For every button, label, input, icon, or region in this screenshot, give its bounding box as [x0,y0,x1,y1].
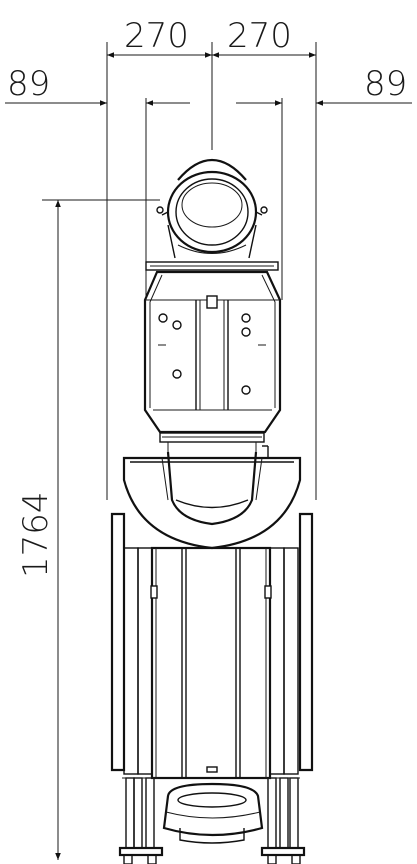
dim-right-offset: 89 [364,64,407,104]
upper-chamber [143,270,282,434]
stove-body [110,512,314,780]
lower-collar [159,432,269,458]
legs [118,777,306,864]
upper-band [145,261,279,271]
ash-drum [162,782,264,844]
dim-left-offset: 89 [7,64,50,104]
dim-top-left: 270 [124,16,189,56]
dimension-lines [5,42,412,860]
flue-collar [156,158,268,259]
dim-height: 1764 [16,491,56,578]
dim-top-right: 270 [227,16,292,56]
stove-top [122,451,302,550]
